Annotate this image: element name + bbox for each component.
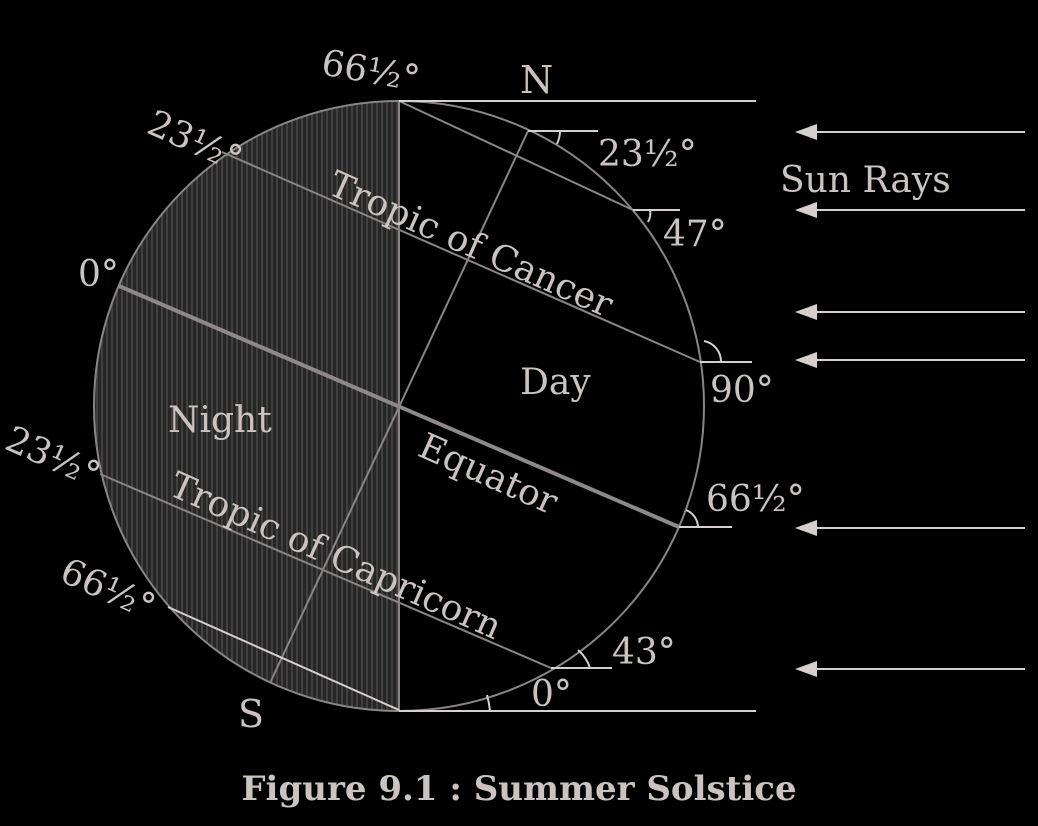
angle-arc-47	[647, 209, 652, 223]
equator-label: Equator	[412, 426, 564, 524]
sun-ray-arrow	[795, 352, 1025, 368]
antarctic-circle-line	[167, 606, 400, 711]
tropic-of-cancer-line	[221, 151, 701, 363]
tropic-of-capricorn-line	[99, 473, 552, 669]
north-label: N	[520, 58, 553, 102]
latitude-label-north-66: 66½°	[318, 42, 422, 100]
angle-label-66: 66½°	[706, 479, 805, 520]
sun-rays-label: Sun Rays	[780, 160, 951, 201]
latitude-label-north-23: 23½°	[141, 103, 248, 181]
angle-arc-0	[486, 694, 491, 712]
angle-arc-23	[556, 130, 561, 145]
sun-ray-arrow	[795, 661, 1025, 677]
south-label: S	[238, 692, 264, 736]
sun-ray-arrow	[795, 304, 1025, 320]
sun-ray-arrow	[795, 124, 1025, 140]
night-label: Night	[168, 400, 272, 441]
equator-line	[118, 284, 680, 529]
angle-label-47: 47°	[663, 214, 727, 255]
sun-ray-arrow	[795, 202, 1025, 218]
angle-arc-66	[685, 509, 699, 528]
sun-ray-arrow	[795, 520, 1025, 536]
sun-rays	[795, 124, 1025, 677]
latitude-label-south-23: 23½°	[0, 419, 106, 497]
angle-label-0: 0°	[531, 674, 572, 715]
angle-label-43: 43°	[612, 632, 676, 673]
angle-arc-90	[703, 340, 723, 363]
angle-arc-43	[577, 649, 591, 669]
angle-label-23: 23½°	[598, 134, 697, 175]
arctic-circle-line	[398, 100, 634, 211]
latitude-label-equator-0: 0°	[78, 254, 119, 295]
angle-label-90: 90°	[710, 370, 774, 411]
day-label: Day	[520, 362, 591, 403]
figure-caption: Figure 9.1 : Summer Solstice	[241, 769, 796, 809]
